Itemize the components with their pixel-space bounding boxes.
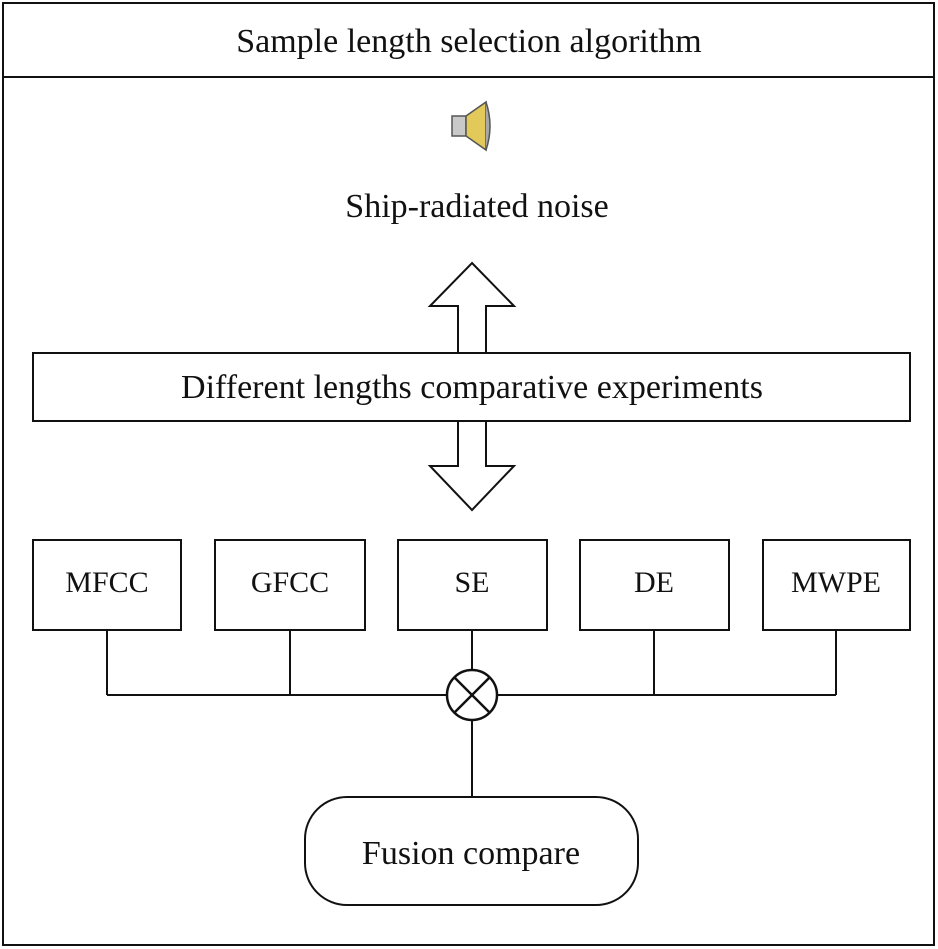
source-label: Ship-radiated noise (345, 188, 608, 225)
feature-se-node: SE (397, 539, 548, 631)
feature-mwpe-label: MWPE (791, 566, 881, 599)
feature-se-label: SE (454, 566, 489, 599)
feature-de-label: DE (634, 566, 674, 599)
feature-gfcc-label: GFCC (251, 566, 329, 599)
diagram-title: Sample length selection algorithm (236, 23, 702, 60)
down-arrow (427, 420, 517, 512)
up-arrow (427, 261, 517, 354)
feature-connectors (106, 630, 837, 797)
circled-times-icon (445, 668, 499, 722)
feature-mwpe-node: MWPE (762, 539, 911, 631)
feature-de-node: DE (579, 539, 730, 631)
fusion-compare-box (304, 796, 639, 906)
speaker-icon (451, 100, 491, 152)
experiment-box (32, 352, 911, 422)
fusion-compare-label: Fusion compare (362, 835, 580, 872)
feature-gfcc-node: GFCC (214, 539, 366, 631)
experiment-box-label: Different lengths comparative experiment… (181, 369, 763, 406)
feature-mfcc-node: MFCC (32, 539, 182, 631)
feature-mfcc-label: MFCC (65, 566, 148, 599)
